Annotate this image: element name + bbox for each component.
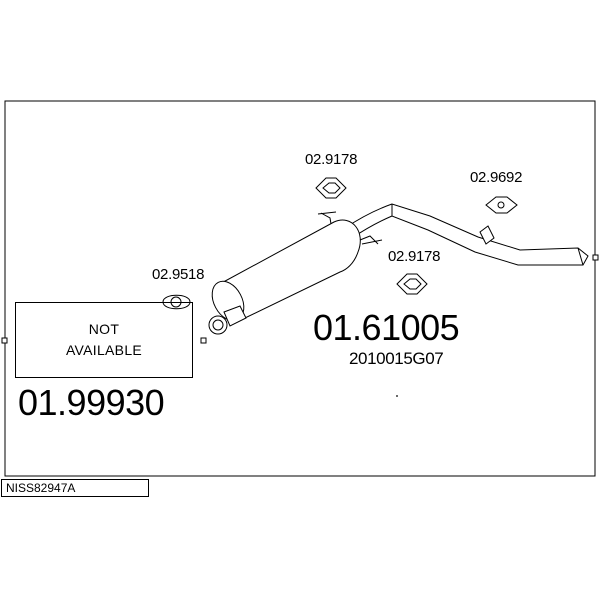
- hanger-top-icon: [315, 177, 347, 199]
- hanger-right-icon: [479, 196, 518, 245]
- hanger-top-label: 02.9178: [305, 151, 358, 168]
- mark-dot: [396, 395, 398, 397]
- not-available-line2: AVAILABLE: [65, 342, 143, 358]
- not-available-line1: NOT: [88, 321, 120, 337]
- box-edge-marker: [200, 337, 207, 344]
- main-part-number: 01.61005: [313, 307, 460, 348]
- inlet-flange: [208, 305, 247, 335]
- vehicle-code: NISS82947A: [6, 481, 76, 495]
- left-edge-marker: [1, 337, 8, 344]
- vehicle-code-box: NISS82947A: [1, 479, 149, 497]
- hanger-mid-icon: [396, 273, 428, 295]
- gasket-label: 02.9518: [152, 266, 205, 283]
- not-available-box: NOT AVAILABLE: [15, 302, 193, 378]
- rear-muffler: [211, 211, 383, 322]
- tail-pipe: [344, 203, 589, 266]
- left-part-number: 01.99930: [18, 382, 165, 423]
- drawing-frame: [4, 100, 596, 477]
- hanger-right-label: 02.9692: [470, 169, 523, 186]
- main-part-oem: 2010015G07: [349, 349, 444, 368]
- hanger-mid-label: 02.9178: [388, 248, 441, 265]
- right-edge-marker: [592, 254, 599, 261]
